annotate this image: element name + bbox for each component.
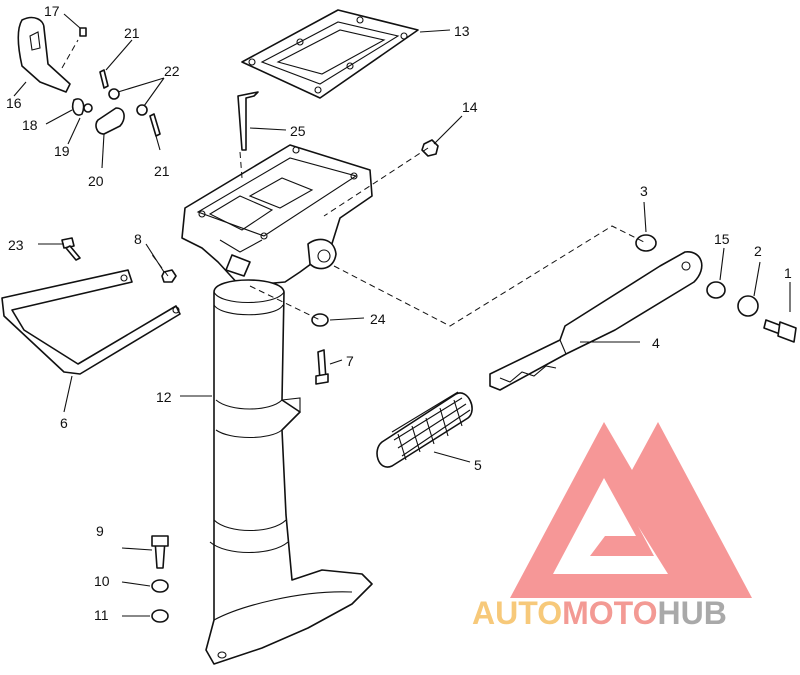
- callout-15: 15: [714, 231, 730, 247]
- watermark-emblem: [510, 422, 752, 598]
- callout-19: 19: [54, 143, 70, 159]
- callout-25: 25: [290, 123, 306, 139]
- callout-10: 10: [94, 573, 110, 589]
- callout-8: 8: [134, 231, 142, 247]
- watermark-text-hub: HUB: [657, 595, 726, 631]
- callout-23: 23: [8, 237, 24, 253]
- assembly-lines: [61, 39, 647, 327]
- callout-7: 7: [346, 353, 354, 369]
- gasket-part: [241, 9, 419, 99]
- callout-6: 6: [60, 415, 68, 431]
- callout-1: 1: [784, 265, 792, 281]
- tiller-arm: [489, 251, 703, 391]
- bracket-housing: [181, 144, 373, 287]
- callout-22: 22: [164, 63, 180, 79]
- callout-14: 14: [462, 99, 478, 115]
- callouts: 1 2 3 4 5 6 7 8 9 10 11 12 13 14 15 16 1…: [6, 3, 792, 623]
- driveshaft-housing: [205, 279, 373, 665]
- watermark-text-auto: AUTO: [472, 595, 562, 631]
- callout-16: 16: [6, 95, 22, 111]
- callout-17: 17: [44, 3, 60, 19]
- tiller-grip: [376, 391, 473, 468]
- callout-2: 2: [754, 243, 762, 259]
- callout-21-bottom: 21: [154, 163, 170, 179]
- shift-lever: [17, 16, 71, 93]
- watermark-text: AUTOMOTOHUB: [472, 595, 727, 631]
- small-fasteners: [61, 27, 797, 623]
- callout-3: 3: [640, 183, 648, 199]
- leader-lines: [13, 13, 791, 617]
- callout-4: 4: [652, 335, 660, 351]
- watermark-text-moto: MOTO: [562, 595, 657, 631]
- callout-20: 20: [88, 173, 104, 189]
- watermark: AUTOMOTOHUB: [472, 422, 752, 631]
- callout-5: 5: [474, 457, 482, 473]
- callout-11: 11: [94, 607, 109, 623]
- carry-handle-strap: [1, 269, 181, 375]
- callout-13: 13: [454, 23, 470, 39]
- callout-12: 12: [156, 389, 172, 405]
- callout-9: 9: [96, 523, 104, 539]
- callout-18: 18: [22, 117, 38, 133]
- callout-21-top: 21: [124, 25, 140, 41]
- callout-24: 24: [370, 311, 386, 327]
